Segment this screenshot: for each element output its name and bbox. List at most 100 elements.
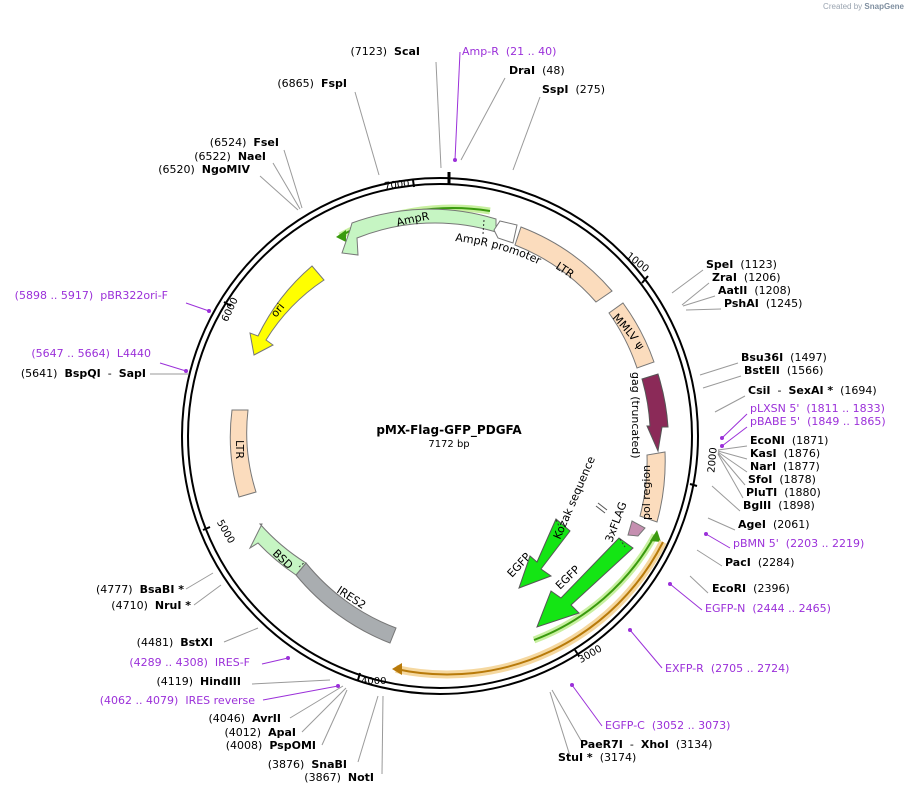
primer-mark-31	[628, 628, 632, 632]
site-label-6-part-1: NaeI	[238, 150, 266, 163]
site-label-6-part-0: (6522)	[194, 150, 231, 163]
tick-7000-mark	[412, 179, 415, 188]
site-leader-12	[185, 302, 210, 312]
site-label-25: BglII (1898)	[743, 499, 815, 512]
site-label-35: (4777)BsaBI *	[96, 583, 184, 596]
bsd-boundary	[298, 561, 306, 568]
site-leader-6	[272, 162, 301, 210]
site-label-11: PshAI(1245)	[724, 297, 802, 310]
primer-mark-27	[704, 532, 708, 536]
site-label-10-part-0: AatII	[718, 284, 747, 297]
site-label-13: Bsu36I (1497)	[741, 351, 827, 364]
site-leader-43	[321, 689, 348, 746]
site-label-12: (5898 .. 5917)pBR322ori-F	[15, 289, 168, 302]
site-label-43-part-1: PspOMI	[269, 739, 316, 752]
site-label-28-part-1: (2284)	[758, 556, 795, 569]
long-orf-line	[395, 541, 664, 676]
site-leader-27	[705, 533, 731, 549]
site-label-17-part-1: -	[777, 384, 781, 397]
site-label-28: PacI(2284)	[725, 556, 794, 569]
site-label-20-part-0: EcoNI	[750, 434, 785, 447]
snapgene-credit: Created by SnapGene	[823, 2, 904, 11]
site-label-23-part-1: (1878)	[779, 473, 816, 486]
site-label-39: (4119) HindIII	[156, 675, 241, 688]
site-leader-39	[251, 679, 331, 685]
site-label-20: EcoNI(1871)	[750, 434, 828, 447]
site-label-17-part-0: CsiI	[748, 384, 770, 397]
site-leader-4	[354, 91, 380, 176]
site-label-26-part-0: AgeI	[738, 518, 766, 531]
feature-ampr-promoter	[493, 220, 518, 244]
site-label-40: (4062 .. 4079)IRES reverse	[100, 694, 255, 707]
site-label-8-part-1: (1123)	[740, 258, 777, 271]
site-leader-24	[717, 453, 744, 499]
primer-mark-40	[336, 684, 340, 688]
primer-mark-12	[207, 309, 211, 313]
site-label-8: SpeI(1123)	[706, 258, 777, 271]
site-label-39-part-0: (4119)	[156, 675, 193, 688]
tick-1000-mark	[641, 275, 649, 284]
tick-5000-label: 5000	[214, 518, 236, 546]
feature-kozak-label: Kozak sequence	[551, 454, 598, 541]
site-label-10: AatII(1208)	[718, 284, 791, 297]
site-label-21: KasI(1876)	[750, 447, 820, 460]
site-label-25-part-1: (1898)	[778, 499, 815, 512]
site-label-13-part-1: (1497)	[790, 351, 827, 364]
site-label-14: BstEII(1566)	[744, 364, 823, 377]
site-leader-41	[289, 685, 344, 719]
site-label-13-part-0: Bsu36I	[741, 351, 783, 364]
site-label-6: (6522) NaeI	[194, 150, 266, 163]
ampr-orf-arrowhead	[336, 230, 346, 242]
site-label-31-part-1: (2705 .. 2724)	[711, 662, 790, 675]
site-label-41: (4046)AvrII	[209, 712, 281, 725]
site-leader-2	[460, 77, 506, 161]
site-label-27-part-1: (2203 .. 2219)	[786, 537, 865, 550]
site-label-2: DraI(48)	[509, 64, 565, 77]
site-label-9-part-0: ZraI	[712, 271, 737, 284]
site-label-32: EGFP-C(3052 .. 3073)	[605, 719, 730, 732]
site-label-16-part-0: (5641)	[21, 367, 58, 380]
feature-ampr	[341, 208, 497, 256]
site-leader-20	[717, 445, 748, 451]
site-label-26-part-1: (2061)	[773, 518, 810, 531]
site-leader-10	[682, 295, 716, 307]
site-label-33-part-3: (3134)	[676, 738, 713, 751]
site-label-31-part-0: EXFP-R	[665, 662, 704, 675]
primer-mark-30	[668, 582, 672, 586]
site-leader-9	[681, 282, 710, 306]
site-label-23: SfoI(1878)	[748, 473, 816, 486]
site-label-27-part-0: pBMN 5'	[733, 537, 779, 550]
site-leader-35	[185, 572, 214, 590]
site-leader-14	[702, 375, 742, 389]
site-label-16: (5641)BspQI-SapI	[21, 367, 146, 380]
egfp-orf-arrowhead	[650, 530, 661, 542]
site-label-16-part-1: BspQI	[64, 367, 100, 380]
kozak-mark-2	[595, 505, 606, 514]
primer-mark-32	[570, 683, 574, 687]
site-label-2-part-1: (48)	[542, 64, 565, 77]
site-label-39-part-1: HindIII	[200, 675, 241, 688]
site-label-25-part-0: BglII	[743, 499, 771, 512]
site-leader-44	[357, 695, 379, 763]
site-leader-26	[707, 517, 736, 531]
site-leader-3	[512, 96, 541, 171]
tick-7000-label: 7000	[384, 178, 411, 192]
plasmid-name: pMX-Flag-GFP_PDGFA	[376, 423, 522, 438]
site-label-9: ZraI(1206)	[712, 271, 781, 284]
egfp2-boundary	[619, 538, 626, 548]
site-label-5-part-1: FseI	[253, 136, 279, 149]
site-leader-15	[159, 362, 187, 372]
site-label-24-part-1: (1880)	[784, 486, 821, 499]
site-label-24: PluTI(1880)	[746, 486, 821, 499]
site-label-1: Amp-R(21 .. 40)	[462, 45, 556, 58]
feature-3xflag-label: 3xFLAG	[603, 500, 630, 544]
feature-pol-region-label: pol region	[640, 465, 653, 520]
site-label-12-part-0: (5898 .. 5917)	[15, 289, 94, 302]
site-label-5: (6524)FseI	[210, 136, 279, 149]
site-label-4-part-0: (6865)	[277, 77, 314, 90]
site-label-15: (5647 .. 5664)L4440	[31, 347, 151, 360]
tick-4000-mark	[357, 672, 361, 681]
feature-bsd	[248, 523, 307, 576]
site-leader-30	[669, 583, 703, 611]
site-leader-5	[283, 149, 303, 209]
